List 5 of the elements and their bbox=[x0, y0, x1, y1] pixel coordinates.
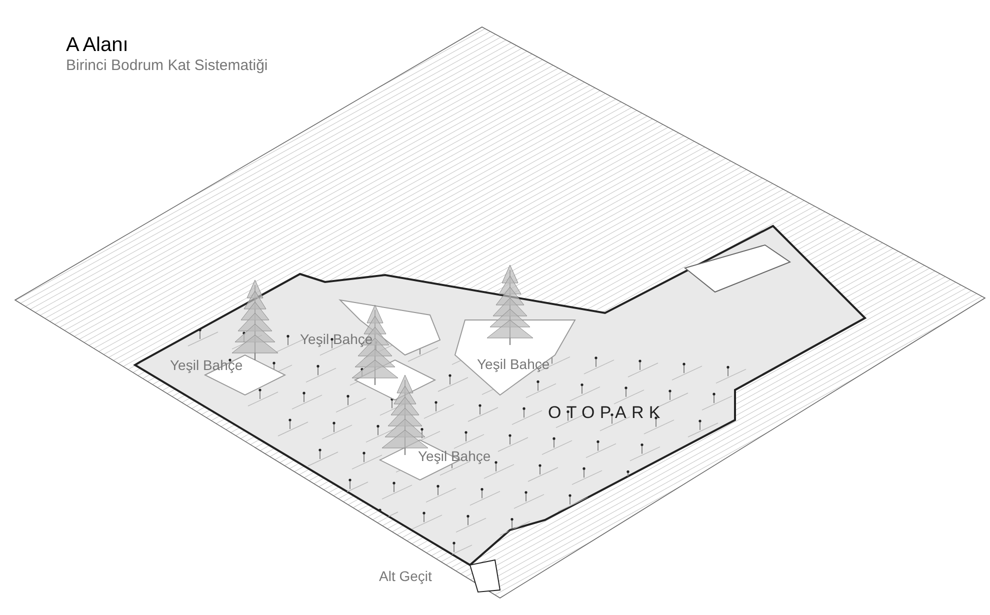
title: A Alanı bbox=[66, 33, 128, 58]
area-label: Yeşil Bahçe bbox=[418, 447, 491, 466]
area-label: OTOPARK bbox=[548, 402, 666, 424]
subtitle: Birinci Bodrum Kat Sistematiği bbox=[66, 56, 268, 76]
area-label: Alt Geçit bbox=[379, 567, 432, 586]
